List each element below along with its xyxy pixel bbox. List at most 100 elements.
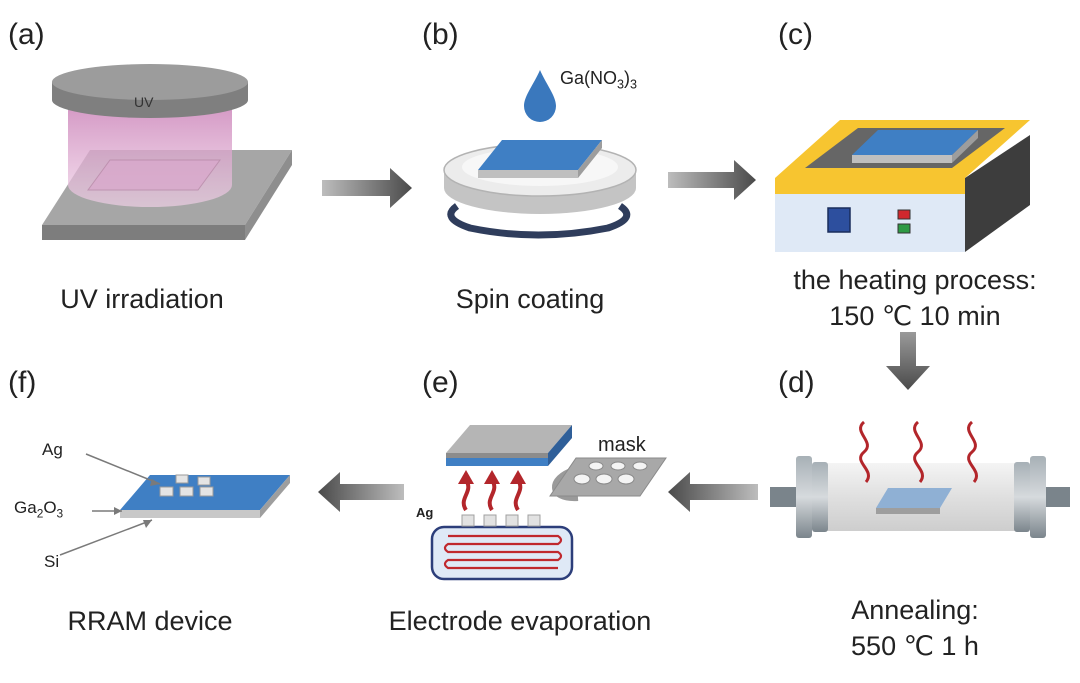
ga-mid: O <box>43 498 57 517</box>
arrow-e-to-f-icon <box>318 472 404 512</box>
uv-lamp-top <box>52 64 248 100</box>
leader-line-ag <box>85 453 161 485</box>
spin-sample-top <box>478 140 602 170</box>
hot-plate-front <box>775 192 965 252</box>
vapor-arrow-icon <box>487 478 497 512</box>
arrow-a-to-b-icon <box>322 168 412 208</box>
furnace-left-flange-outer <box>796 456 812 538</box>
arrow-d-to-e-icon <box>668 472 758 512</box>
hot-plate-illustration <box>775 120 1030 252</box>
uv-irradiation-illustration <box>42 64 292 240</box>
leader-arrowhead <box>114 507 122 515</box>
spin-coater-illustration <box>443 70 637 239</box>
reagent-sub: 3 <box>617 77 625 92</box>
hot-plate-green-button-icon <box>897 223 911 234</box>
ag-pellet <box>527 514 541 527</box>
hot-plate-front-rim <box>775 178 965 194</box>
evap-substrate-side <box>446 453 548 458</box>
arrow-c-to-d-icon <box>886 332 930 390</box>
ag-electrode <box>175 474 189 484</box>
mask-hole <box>573 473 591 485</box>
caption-annealing-line2: 550 ℃ 1 h <box>851 631 979 661</box>
ag-electrode <box>179 486 194 497</box>
vapor-arrowhead <box>484 470 500 484</box>
vapor-arrow-icon <box>461 478 471 512</box>
caption-annealing: Annealing: 550 ℃ 1 h <box>800 592 1030 664</box>
mask-hole <box>632 461 648 471</box>
leader-arrowhead <box>150 479 160 486</box>
mask-hole <box>588 461 604 471</box>
caption-heating-process: the heating process: 150 ℃ 10 min <box>760 262 1070 334</box>
layer-label-ag: Ag <box>42 440 63 459</box>
caption-electrode-evaporation: Electrode evaporation <box>388 606 652 636</box>
heat-wave-icon <box>859 420 870 483</box>
ga-sub1: 2 <box>36 506 44 521</box>
mask-hole <box>595 473 613 485</box>
furnace-right-flange-inner <box>1014 462 1030 532</box>
reagent-label: Ga(NO3)3 <box>560 68 638 92</box>
evaporation-illustration <box>430 425 667 581</box>
panel-label-c: (c) <box>778 18 813 51</box>
vapor-arrowhead <box>458 470 474 484</box>
uv-base-plate-side <box>42 225 245 240</box>
arrow-b-to-c-icon <box>668 160 756 200</box>
hot-plate-side <box>965 135 1030 252</box>
uv-sample <box>87 159 221 191</box>
spin-coater-ring <box>447 203 631 239</box>
ag-pellet <box>505 514 519 527</box>
ag-pellet <box>461 514 475 527</box>
rram-device-illustration <box>59 453 290 556</box>
reagent-suffix: ) <box>624 68 631 88</box>
caption-heating-line1: the heating process: <box>793 265 1037 295</box>
hot-plate-red-button-icon <box>897 209 911 220</box>
mask-label: mask <box>598 434 646 456</box>
leader-arrowhead <box>143 520 152 528</box>
ag-electrode <box>199 486 214 497</box>
flow-arrows <box>318 160 930 512</box>
panel-label-b: (b) <box>422 18 459 51</box>
spin-sample-side <box>478 170 578 178</box>
mask-hole <box>617 473 635 485</box>
spin-sample-edge <box>578 140 602 178</box>
uv-base-plate-edge <box>245 150 292 240</box>
furnace-left-rod <box>770 487 804 507</box>
heater-coil-icon <box>443 534 563 570</box>
vapor-arrowhead <box>510 470 526 484</box>
ag-pellet <box>483 514 497 527</box>
heat-wave-icon <box>913 420 924 483</box>
layer-label-ga2o3: Ga2O3 <box>14 498 63 521</box>
caption-heating-line2: 150 ℃ 10 min <box>829 301 1001 331</box>
furnace-right-flange-outer <box>1030 456 1046 538</box>
ag-electrode <box>197 476 211 486</box>
evap-substrate-top <box>446 425 572 453</box>
heat-wave-icon <box>967 420 978 483</box>
rram-si-edge <box>260 475 290 518</box>
panel-label-e: (e) <box>422 366 459 399</box>
ga-prefix: Ga <box>14 498 37 517</box>
caption-uv-irradiation: UV irradiation <box>60 284 224 314</box>
ag-source-label: Ag <box>416 505 434 520</box>
panel-label-f: (f) <box>8 366 37 399</box>
hot-plate-sample-top <box>852 130 978 155</box>
leader-line-si <box>59 519 153 556</box>
ag-electrode <box>159 486 174 497</box>
caption-rram-device: RRAM device <box>67 606 233 636</box>
vapor-arrow-icon <box>513 478 523 512</box>
hot-plate-sample-side <box>852 155 952 163</box>
reagent-sub2: 3 <box>630 77 638 92</box>
panel-label-d: (d) <box>778 366 815 399</box>
evap-substrate-film <box>446 458 548 466</box>
mask-hole <box>610 461 626 471</box>
furnace-sample-top <box>876 488 952 508</box>
reagent-prefix: Ga(NO <box>560 68 618 88</box>
hot-plate-display-icon <box>827 207 851 233</box>
furnace-left-flange-inner <box>812 462 828 532</box>
layer-label-si: Si <box>44 552 60 571</box>
caption-annealing-line1: Annealing: <box>851 595 979 625</box>
rram-si-side <box>120 510 260 518</box>
droplet-icon <box>524 70 556 122</box>
tube-furnace-illustration <box>770 420 1070 538</box>
hot-plate-sample-edge <box>952 130 978 163</box>
